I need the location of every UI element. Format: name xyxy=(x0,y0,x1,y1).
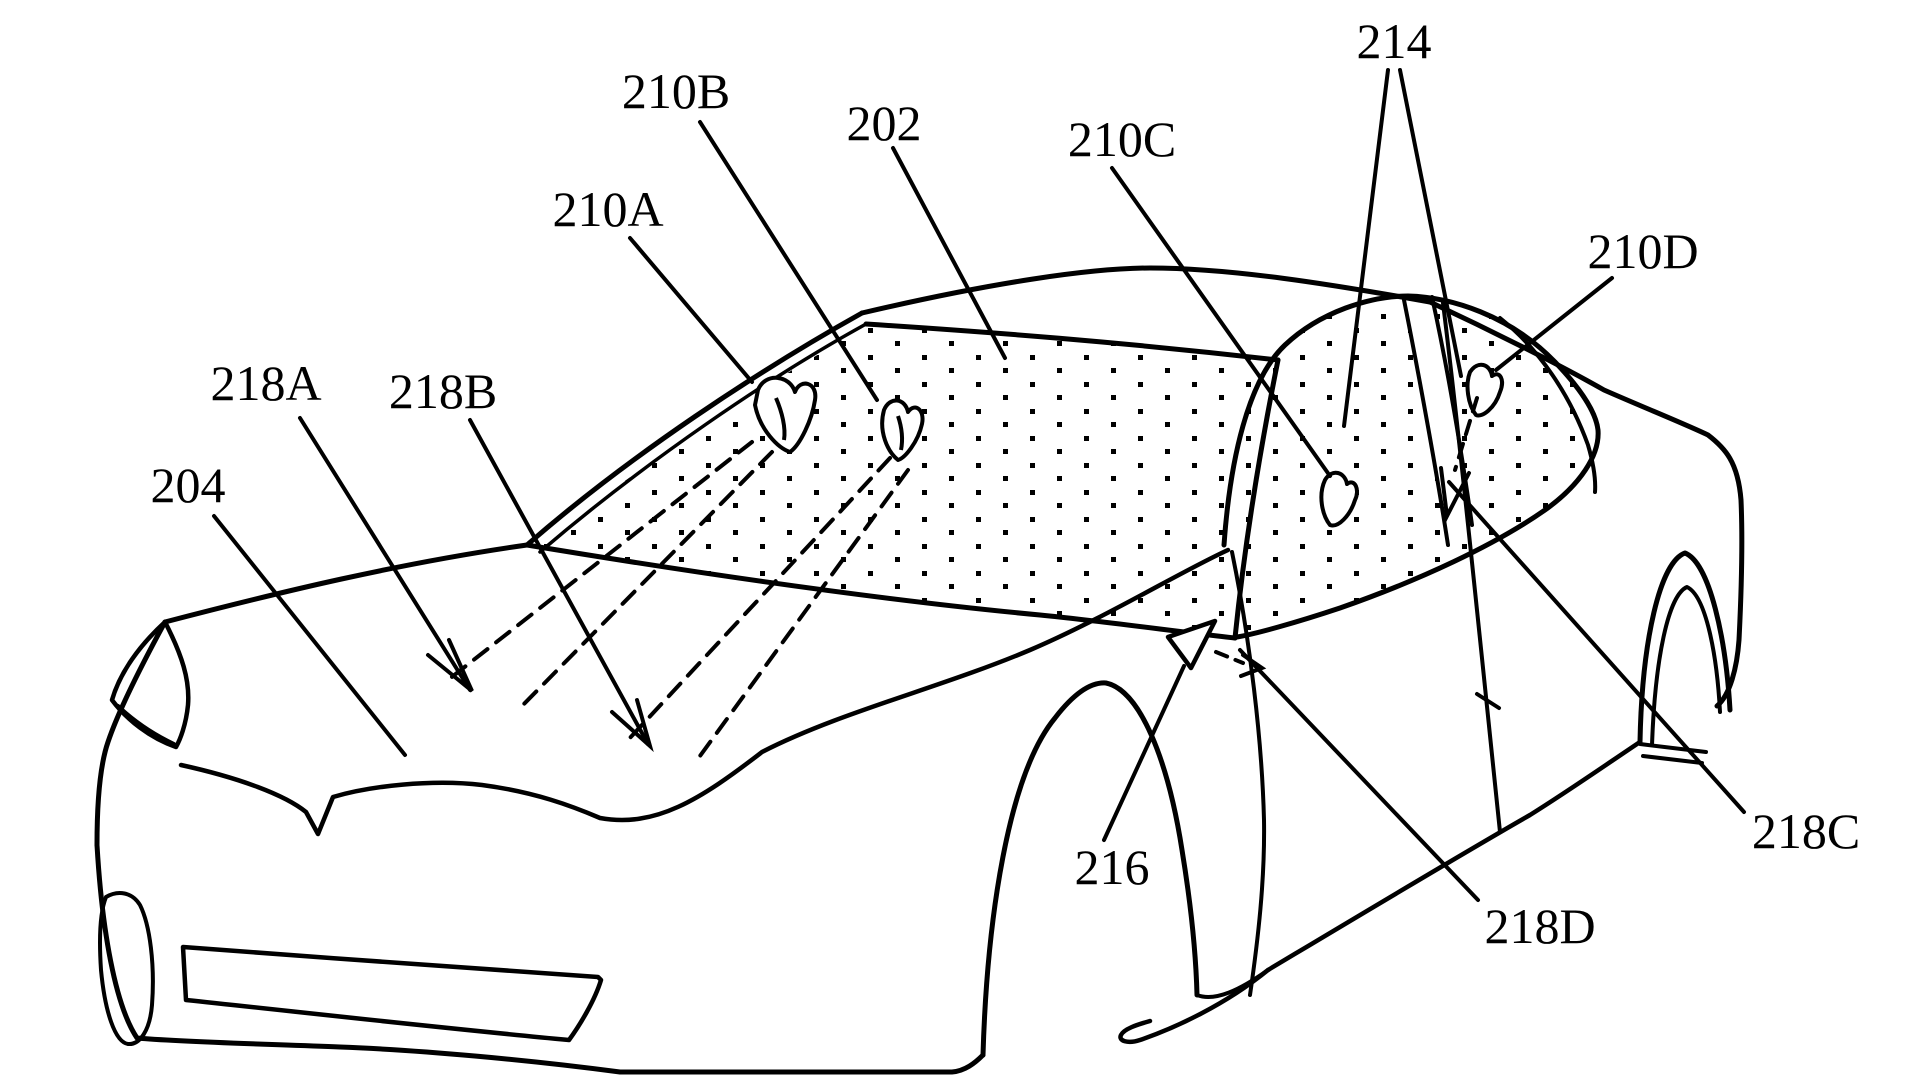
fov-dash-210B-2 xyxy=(698,468,910,758)
leader-210A xyxy=(628,236,754,384)
leader-218A xyxy=(298,416,472,692)
c-pillar-tick xyxy=(1475,692,1501,710)
windshield-glass xyxy=(535,326,1276,638)
rear-wheel-arch-inner xyxy=(1650,585,1722,747)
leader-218C xyxy=(1447,480,1746,814)
under-arch-line-1 xyxy=(1638,742,1708,754)
label-214: 214 xyxy=(1357,13,1432,69)
headlight-lens xyxy=(109,619,191,750)
c-pillar-seam xyxy=(1441,301,1502,834)
fog-lamp xyxy=(98,891,155,1046)
label-218C: 218C xyxy=(1752,803,1860,859)
sensor-210A-icon xyxy=(753,375,818,454)
leader-210D xyxy=(1494,276,1614,372)
fov-dash-210A-1 xyxy=(446,440,754,682)
reference-labels: 210B 202 210C 214 210A 210D 218A 218B 20… xyxy=(151,13,1861,954)
far-b-pillar-band xyxy=(1405,295,1473,537)
label-218B: 218B xyxy=(389,363,497,419)
mirror-triangle xyxy=(1165,618,1218,671)
fov-dash-210B-1 xyxy=(626,456,892,742)
roofline xyxy=(859,265,1433,316)
fov-dash-b-pillar xyxy=(1453,396,1479,472)
label-218D: 218D xyxy=(1484,898,1595,954)
leader-204 xyxy=(212,514,407,757)
windshield-header xyxy=(863,321,1281,363)
far-b-pillar-left-edge xyxy=(1402,298,1450,547)
label-204: 204 xyxy=(151,457,226,513)
fov-dash-mirror xyxy=(1214,650,1245,665)
far-side-glass xyxy=(1224,296,1599,637)
leader-214-left xyxy=(1342,68,1390,428)
leader-lines xyxy=(212,68,1746,902)
rocker-line xyxy=(1265,739,1643,973)
a-pillar-outer xyxy=(524,310,865,548)
label-210C: 210C xyxy=(1068,111,1176,167)
label-202: 202 xyxy=(847,95,922,151)
sight-lines xyxy=(426,396,1479,758)
rocker-hook xyxy=(1118,967,1271,1045)
bumper-bottom xyxy=(94,842,986,1075)
hood-front-edge xyxy=(178,547,1231,837)
glazing-stipple xyxy=(535,295,1599,638)
rear-wheel-arch-outer xyxy=(1637,550,1733,745)
sensor-210B-detail xyxy=(896,415,904,451)
a-pillar-inner xyxy=(538,322,868,554)
sensor-210C-icon xyxy=(1319,470,1359,528)
grille-slot xyxy=(180,944,604,1043)
leader-218B xyxy=(468,418,650,746)
leader-218D xyxy=(1238,648,1480,902)
label-210B: 210B xyxy=(622,63,730,119)
sensor-210A-detail xyxy=(774,397,787,441)
front-door-seam xyxy=(1230,550,1267,997)
cowl-sill-line xyxy=(524,542,1238,641)
leader-216 xyxy=(1102,664,1186,842)
hood-rear-edge xyxy=(162,542,530,625)
front-face-outline xyxy=(94,619,168,848)
front-wheel-arch xyxy=(980,680,1200,1058)
under-arch-line-2 xyxy=(1641,754,1704,765)
fov-arrowhead-218B xyxy=(610,698,654,753)
headlight-inner-line xyxy=(116,704,176,746)
leader-202 xyxy=(891,146,1007,360)
label-216: 216 xyxy=(1075,839,1150,895)
label-210D: 210D xyxy=(1587,223,1698,279)
label-210A: 210A xyxy=(552,181,663,237)
fov-arrowhead-218C xyxy=(1439,466,1471,523)
leader-214-right xyxy=(1398,68,1463,378)
leader-210C xyxy=(1110,166,1332,478)
label-218A: 218A xyxy=(210,355,321,411)
leader-210B xyxy=(698,120,879,402)
fov-arrowhead-218A xyxy=(426,638,474,693)
fov-dash-210A-2 xyxy=(518,450,774,710)
door-glass-frame xyxy=(1221,293,1601,640)
